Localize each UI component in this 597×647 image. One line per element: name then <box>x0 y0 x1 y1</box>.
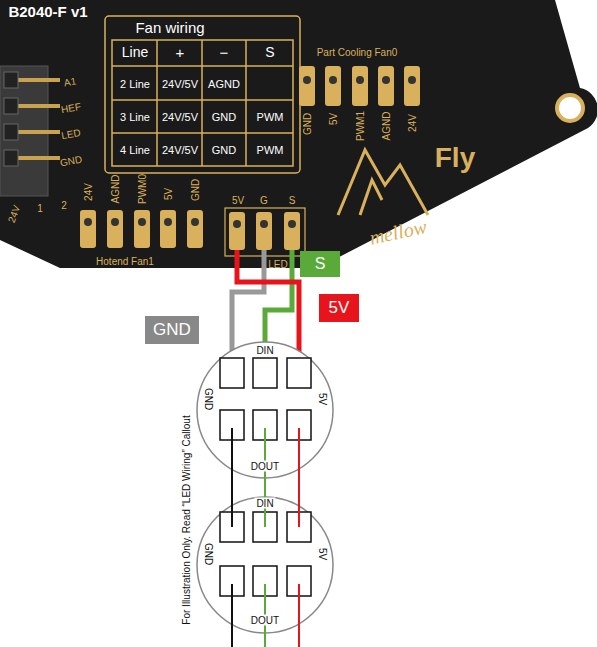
label-text: 24V <box>6 204 22 224</box>
label-text: 24V <box>407 114 418 132</box>
label-text: Hotend Fan1 <box>96 256 154 267</box>
label-text: GND <box>190 179 201 201</box>
label-text: 5V <box>232 195 244 206</box>
label-text: GND <box>302 113 313 135</box>
led-pads <box>229 212 300 250</box>
label-text: GND <box>203 386 214 412</box>
label-text: GND <box>212 144 236 156</box>
mellow-logo <box>338 150 428 215</box>
label-text: − <box>220 45 229 62</box>
label-text: DIN <box>254 498 275 509</box>
label-text: DOUT <box>249 615 281 626</box>
pcb-board <box>0 0 597 268</box>
label-text: For Illustration Only. Read “LED Wiring”… <box>181 415 192 624</box>
label-text: A1 <box>63 76 77 89</box>
wire-callout: 5V <box>319 294 359 322</box>
label-text: PWM <box>257 144 284 156</box>
callout-text: 5V <box>329 298 350 318</box>
label-text: 5V <box>317 546 328 562</box>
mount-hole <box>557 95 583 121</box>
label-text: 5V <box>163 188 174 200</box>
label-text: 5V <box>328 113 339 125</box>
label-text: S <box>289 195 296 206</box>
label-text: GND <box>212 111 236 123</box>
fan-table-grid <box>105 16 300 173</box>
label-text: 2 Line <box>120 78 150 90</box>
led-ring <box>197 342 333 647</box>
label-text: 2 <box>61 200 67 211</box>
label-text: AGND <box>208 78 240 90</box>
callout-text: GND <box>153 320 191 340</box>
wire-callout: GND <box>145 316 199 344</box>
led-outline <box>225 208 305 256</box>
label-text: PWM <box>257 111 284 123</box>
label-text: PWM0 <box>137 174 148 204</box>
connector-pins <box>10 78 60 160</box>
label-text: AGND <box>381 112 392 141</box>
callout-text: S <box>315 255 326 273</box>
label-text: 1 <box>37 203 43 214</box>
label-text: AGND <box>110 175 121 204</box>
label-text: GND <box>203 541 214 567</box>
label-text: 24V/5V <box>162 144 198 156</box>
label-text: PWM1 <box>355 111 366 141</box>
fan0-pads <box>299 66 420 106</box>
label-text: + <box>176 45 185 62</box>
label-text: LED <box>268 259 287 270</box>
label-text: GND <box>59 154 83 169</box>
label-text: mellow <box>367 215 428 249</box>
label-text: LED <box>60 127 81 141</box>
label-text: Part Cooling Fan0 <box>317 47 398 58</box>
label-text: Fly <box>435 143 475 174</box>
label-text: 5V <box>317 391 328 407</box>
label-text: S <box>265 45 274 60</box>
label-text: 3 Line <box>120 111 150 123</box>
label-text: 24V/5V <box>162 111 198 123</box>
label-text: 24V/5V <box>162 78 198 90</box>
fan1-pads <box>80 210 203 248</box>
label-text: Fan wiring <box>135 20 204 37</box>
label-text: DOUT <box>249 461 281 472</box>
wire-callout: S <box>300 251 340 277</box>
label-text: 24V <box>83 183 94 201</box>
label-text: Line <box>122 45 148 60</box>
label-text: G <box>260 195 268 206</box>
label-text: DIN <box>254 345 275 356</box>
label-text: HEF <box>60 101 82 115</box>
label-text: 4 Line <box>120 144 150 156</box>
label-text: B2040-F v1 <box>8 4 87 21</box>
